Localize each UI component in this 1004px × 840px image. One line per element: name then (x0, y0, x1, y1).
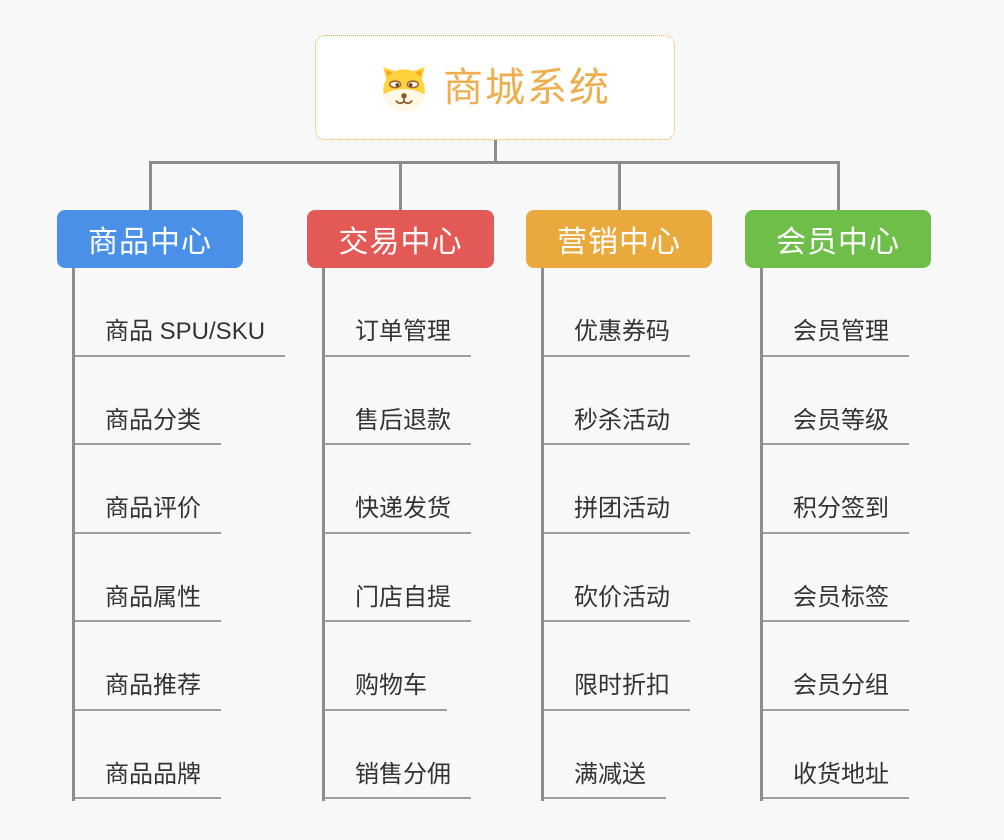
branch-column-member: 会员管理 会员等级 积分签到 会员标签 会员分组 收货地址 (760, 268, 990, 801)
dog-face-icon (383, 66, 425, 111)
branch-item[interactable]: 会员分组 (760, 672, 909, 711)
root-node[interactable]: 商城系统 (315, 35, 675, 140)
branch-item[interactable]: 快递发货 (322, 495, 471, 534)
branch-header-marketing-center[interactable]: 营销中心 (526, 210, 712, 268)
branch-item[interactable]: 满减送 (541, 761, 666, 799)
branch-drop-connector (618, 161, 621, 210)
branch-item[interactable]: 积分签到 (760, 495, 909, 534)
branch-item[interactable]: 门店自提 (322, 584, 471, 622)
branch-item[interactable]: 商品品牌 (72, 761, 221, 799)
branch-item[interactable]: 商品 SPU/SKU (72, 318, 286, 357)
root-drop-connector (494, 140, 497, 163)
branch-item[interactable]: 收货地址 (760, 761, 909, 799)
branch-item[interactable]: 售后退款 (322, 407, 471, 445)
branch-item[interactable]: 会员管理 (760, 318, 909, 357)
branch-item[interactable]: 优惠券码 (541, 318, 690, 357)
branch-item[interactable]: 订单管理 (322, 318, 471, 357)
branch-item[interactable]: 秒杀活动 (541, 407, 690, 445)
branch-item[interactable]: 商品分类 (72, 407, 221, 445)
branch-item[interactable]: 拼团活动 (541, 495, 690, 534)
branch-drop-connector (399, 161, 402, 210)
branch-header-trade-center[interactable]: 交易中心 (307, 210, 494, 268)
branch-column-product: 商品 SPU/SKU 商品分类 商品评价 商品属性 商品推荐 商品品牌 (72, 268, 302, 801)
branch-column-trade: 订单管理 售后退款 快递发货 门店自提 购物车 销售分佣 (322, 268, 552, 801)
spine-connector (541, 268, 544, 801)
spine-connector (322, 268, 325, 801)
branch-item[interactable]: 商品属性 (72, 584, 221, 622)
root-title: 商城系统 (443, 65, 611, 110)
branch-item[interactable]: 会员标签 (760, 584, 909, 622)
branch-item[interactable]: 销售分佣 (322, 761, 471, 799)
branch-item[interactable]: 会员等级 (760, 407, 909, 445)
spine-connector (760, 268, 763, 801)
branch-column-marketing: 优惠券码 秒杀活动 拼团活动 砍价活动 限时折扣 满减送 (541, 268, 771, 801)
spine-connector (72, 268, 75, 801)
branch-item[interactable]: 购物车 (322, 672, 447, 711)
branch-header-member-center[interactable]: 会员中心 (745, 210, 931, 268)
branch-drop-connector (149, 161, 152, 210)
branch-item[interactable]: 商品推荐 (72, 672, 221, 711)
trunk-connector (149, 161, 840, 164)
branch-header-product-center[interactable]: 商品中心 (57, 210, 243, 268)
branch-item[interactable]: 砍价活动 (541, 584, 690, 622)
branch-drop-connector (837, 161, 840, 210)
branch-item[interactable]: 限时折扣 (541, 672, 690, 711)
branch-item[interactable]: 商品评价 (72, 495, 221, 534)
